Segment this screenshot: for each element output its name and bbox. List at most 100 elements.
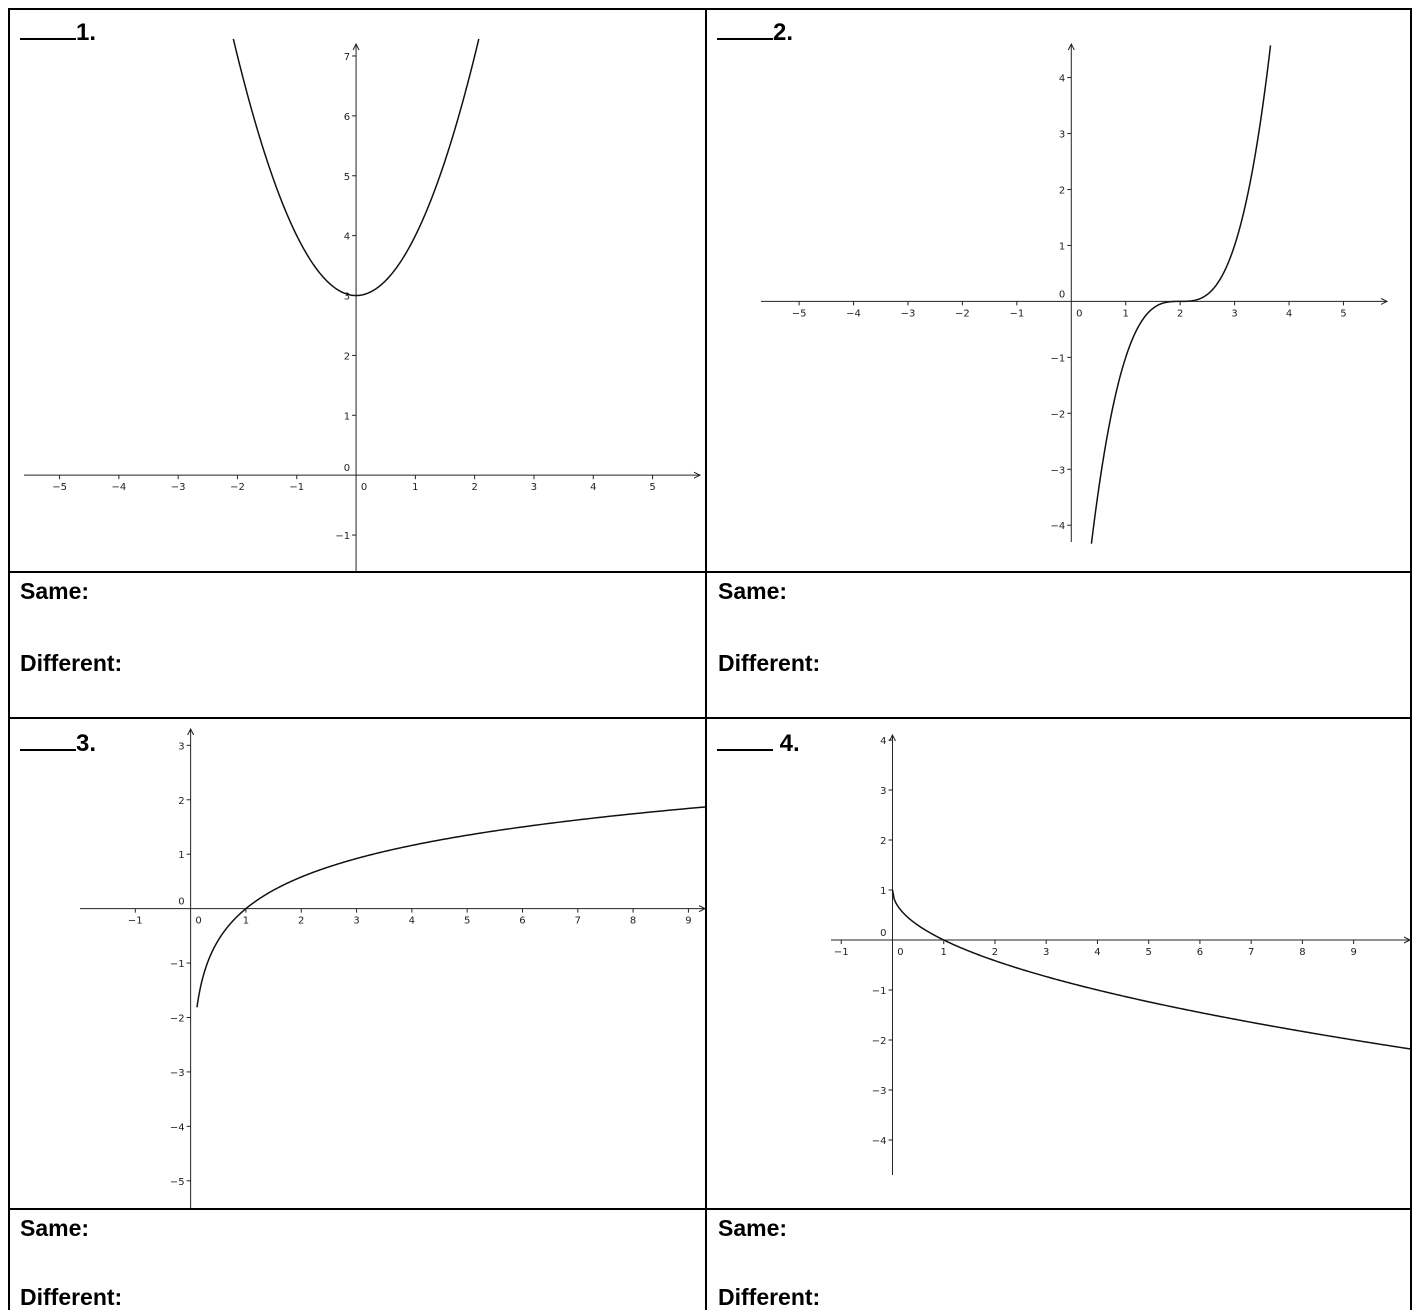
answer-blank-2[interactable] [717,16,773,40]
same-label-2: Same: [718,578,788,604]
x-tick-label: 6 [519,916,525,927]
graph-number-3: 3. [76,730,97,757]
x-tick-label: −4 [112,482,127,493]
graph-label-1: 1. [20,16,96,47]
x-tick-label: 8 [630,916,636,927]
y-tick-label: −3 [1051,465,1066,476]
function-curve [891,889,1411,1050]
same-label-3: Same: [20,1215,90,1241]
x-tick-label: −1 [128,916,143,927]
x-tick-label: 0 [897,947,903,958]
y-tick-label: 0 [1059,289,1065,300]
y-axis-arrow-icon [352,42,360,51]
x-axis-arrow-icon [693,471,702,479]
x-tick-label: 4 [409,916,415,927]
x-tick-label: −2 [230,482,245,493]
x-axis-arrow-icon [698,905,707,913]
y-axis-arrow-icon [889,733,896,742]
same-label-4: Same: [718,1215,788,1241]
x-tick-label: −1 [289,482,304,493]
x-tick-label: 1 [1123,308,1129,319]
y-tick-label: 5 [344,172,350,183]
x-tick-label: 4 [590,482,596,493]
different-label-3: Different: [20,1284,123,1310]
y-tick-label: 2 [178,796,184,807]
y-tick-label: −5 [170,1177,185,1188]
y-tick-label: −1 [170,959,185,970]
answer-blank-1[interactable] [20,16,76,40]
x-tick-label: 7 [575,916,581,927]
x-tick-label: 0 [195,916,201,927]
x-tick-label: −3 [171,482,186,493]
y-tick-label: −3 [872,1086,887,1097]
y-axis-arrow-icon [1067,42,1075,51]
y-tick-label: 3 [880,786,886,797]
function-curve [1090,45,1272,544]
answer-blank-3[interactable] [20,727,76,751]
x-tick-label: −4 [846,308,861,319]
table-border-right [1410,8,1412,1310]
y-tick-label: 2 [344,351,350,362]
y-tick-label: −1 [335,531,350,542]
function-curve [196,806,706,1008]
y-tick-label: 2 [880,836,886,847]
y-tick-label: 3 [178,741,184,752]
y-tick-label: 4 [344,232,350,243]
y-tick-label: 0 [178,897,184,908]
answer-blank-4[interactable] [717,727,773,751]
x-tick-label: 1 [412,482,418,493]
table-border-left [8,8,10,1310]
y-tick-label: 4 [880,736,886,747]
different-label-4: Different: [718,1284,821,1310]
y-tick-label: −2 [872,1036,887,1047]
graph-label-3: 3. [20,727,96,758]
table-divider-3 [8,1208,1412,1210]
graph-number-4: 4. [773,730,800,757]
y-tick-label: 2 [1059,185,1065,196]
x-tick-label: −5 [52,482,67,493]
x-tick-label: 4 [1286,308,1292,319]
x-tick-label: 9 [1350,947,1356,958]
y-tick-label: 0 [344,463,350,474]
x-axis-arrow-icon [1403,936,1412,944]
x-tick-label: 0 [361,482,367,493]
x-tick-label: 4 [1094,947,1100,958]
x-tick-label: 7 [1248,947,1254,958]
function-curve [232,38,480,297]
x-tick-label: 0 [1076,308,1082,319]
x-tick-label: 1 [941,947,947,958]
x-tick-label: 5 [464,916,470,927]
y-tick-label: −3 [170,1068,185,1079]
table-border-middle [705,8,707,1310]
y-tick-label: −4 [170,1122,185,1133]
x-tick-label: 5 [649,482,655,493]
y-tick-label: 1 [178,850,184,861]
y-tick-label: 3 [344,292,350,303]
x-tick-label: 1 [243,916,249,927]
x-tick-label: 5 [1145,947,1151,958]
worksheet-table: 1. −5 −4 −3 −2 −1 0 1 2 3 4 5 −1 0 1 2 3 4 5 6 7 Same: Diff… [8,8,1412,1310]
y-tick-label: −2 [1051,409,1066,420]
table-border-top [8,8,1412,10]
graph-number-1: 1. [76,19,97,46]
y-tick-label: −2 [170,1013,185,1024]
x-tick-label: 3 [353,916,359,927]
x-tick-label: 3 [1231,308,1237,319]
x-tick-label: −5 [792,308,807,319]
different-label-1: Different: [20,650,123,676]
x-tick-label: 2 [471,482,477,493]
y-tick-label: −4 [1051,521,1066,532]
x-tick-label: −2 [955,308,970,319]
different-label-2: Different: [718,650,821,676]
x-tick-label: 5 [1340,308,1346,319]
table-divider-1 [8,571,1412,573]
y-tick-label: 1 [880,886,886,897]
graph-label-2: 2. [717,16,793,47]
